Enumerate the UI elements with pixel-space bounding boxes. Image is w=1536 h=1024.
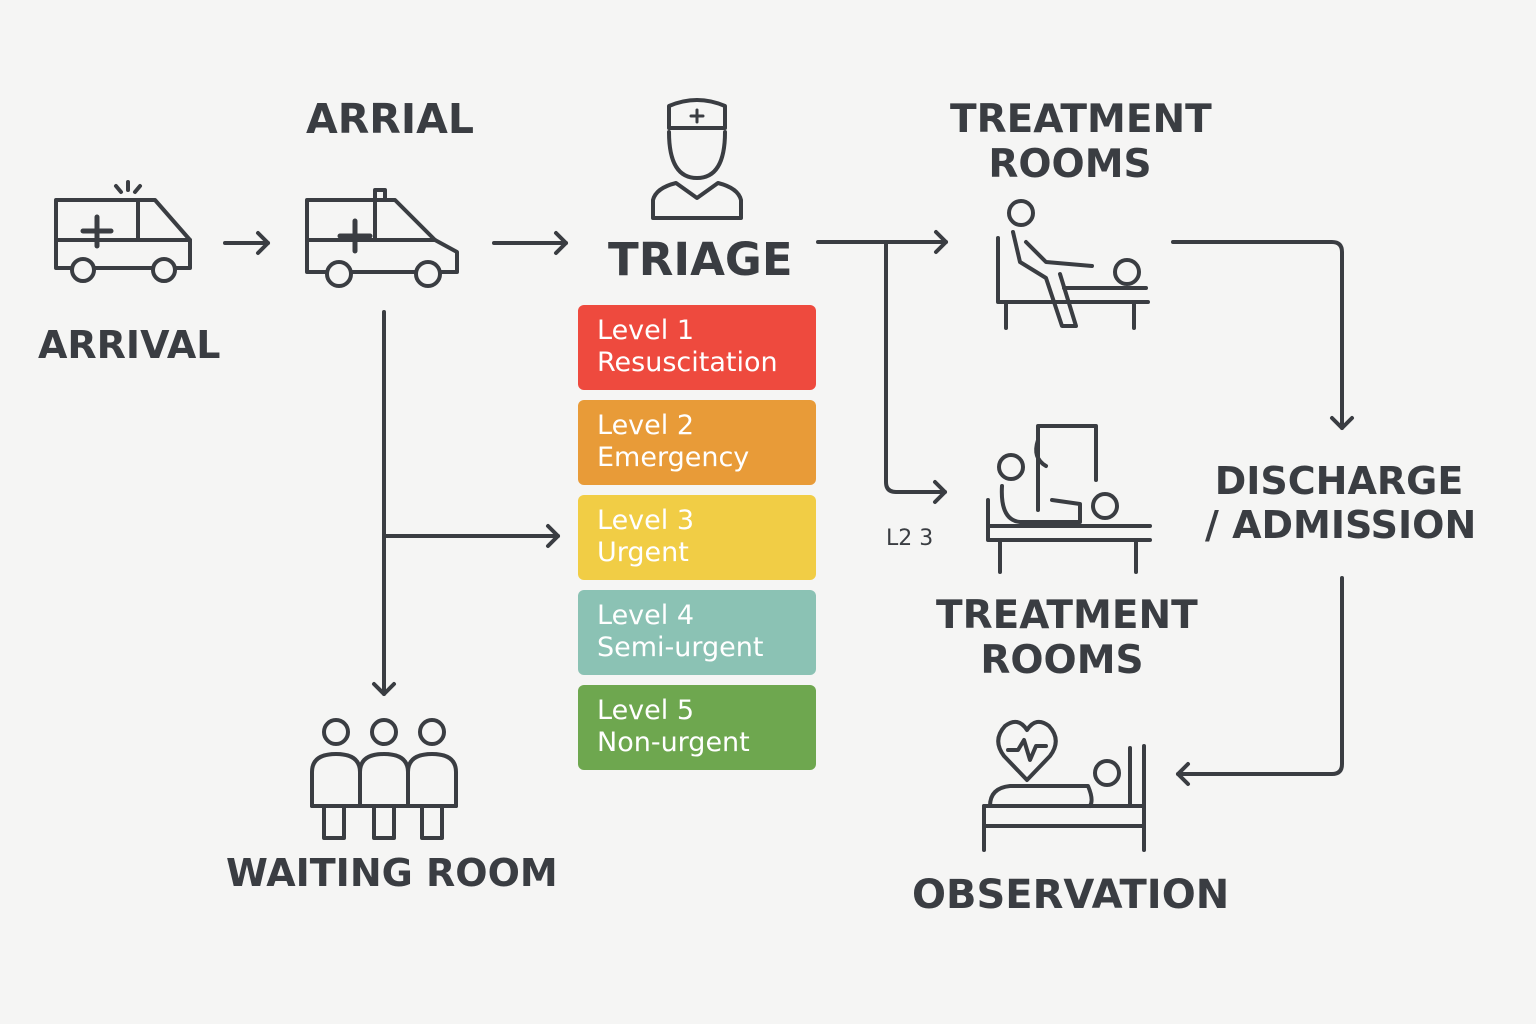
ambulance-icon	[305, 188, 459, 288]
waiting-room-label: WAITING ROOM	[226, 851, 558, 895]
ambulance-icon	[54, 180, 192, 283]
arrow-triage-to-treatment-top	[816, 230, 948, 254]
level-title: Level 2	[597, 410, 695, 441]
arrial-label: ARRIAL	[306, 95, 474, 143]
level-description: Urgent	[597, 537, 689, 568]
discharge-admission-label: DISCHARGE / ADMISSION	[1205, 459, 1477, 547]
arrow-discharge-to-observation	[1176, 576, 1344, 786]
arrow-arrial-to-triage	[492, 231, 568, 255]
treatment-rooms-top-line1: TREATMENT	[950, 97, 1212, 142]
treatment-rooms-mid-line2: ROOMS	[980, 637, 1144, 683]
arrow-arrival-to-arrial	[223, 231, 270, 255]
observation-bed-heart-icon	[982, 719, 1146, 852]
arrival-label: ARRIVAL	[38, 323, 221, 367]
level-description: Semi-urgent	[597, 632, 764, 663]
nurse-icon	[651, 98, 743, 220]
triage-level-5: Level 5 Non-urgent	[578, 685, 816, 770]
triage-label: TRIAGE	[608, 233, 793, 286]
triage-level-3: Level 3 Urgent	[578, 495, 816, 580]
treatment-rooms-top-label: TREATMENT ROOMS	[950, 97, 1212, 188]
treatment-rooms-top-line2: ROOMS	[988, 141, 1152, 187]
arrow-arrial-to-level3	[382, 524, 560, 548]
level-title: Level 4	[597, 600, 695, 631]
level-description: Non-urgent	[597, 727, 750, 758]
level-title: Level 3	[597, 505, 695, 536]
level-description: Resuscitation	[597, 347, 778, 378]
level-title: Level 5	[597, 695, 695, 726]
arrow-arrial-to-waiting	[372, 310, 396, 696]
treatment-rooms-mid-line1: TREATMENT	[936, 593, 1198, 638]
level-description: Emergency	[597, 442, 750, 473]
patient-iv-bed-icon	[986, 424, 1152, 574]
discharge-line2: / ADMISSION	[1205, 502, 1477, 547]
arrow-treatment-to-discharge	[1171, 240, 1354, 430]
triage-level-4: Level 4 Semi-urgent	[578, 590, 816, 675]
treatment-rooms-mid-label: TREATMENT ROOMS	[936, 593, 1198, 684]
discharge-line1: DISCHARGE	[1214, 459, 1464, 503]
l23-label: L2 3	[886, 526, 934, 551]
arrow-triage-to-treatment-mid	[884, 240, 947, 504]
triage-level-1: Level 1 Resuscitation	[578, 305, 816, 390]
waiting-room-people-icon	[310, 718, 458, 840]
observation-label: OBSERVATION	[912, 872, 1230, 918]
triage-level-2: Level 2 Emergency	[578, 400, 816, 485]
level-title: Level 1	[597, 315, 695, 346]
patient-chair-icon	[996, 199, 1150, 330]
